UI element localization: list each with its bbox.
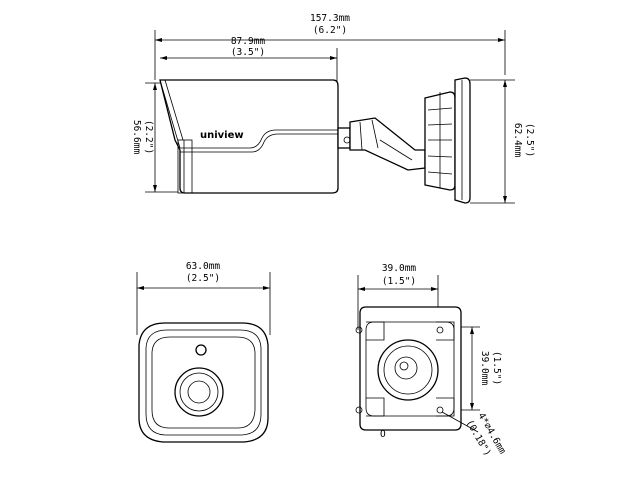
brand-logo: uniview [200,130,244,141]
ir-sensor-icon [195,344,207,356]
mount-hole-icon [436,406,444,414]
mount-hole-icon [355,406,363,414]
camera-body-side: uniview [159,79,339,194]
mount-height-imperial-2: (1.5") [491,351,502,385]
mount-height-imperial: (2.5") [524,123,535,157]
mount-width-imperial: (1.5") [382,276,416,287]
mount-view: 39.0mm (1.5") 39.0mm (1.5") O [355,263,508,458]
body-height-imperial: (2.2") [143,120,154,154]
body-length-imperial: (3.5") [231,47,265,58]
body-length-metric: 87.9mm [231,36,266,47]
wall-mount-side [424,77,471,204]
mount-plate: O [355,306,462,440]
mount-height-metric-2: 39.0mm [479,351,490,386]
lens-icon [174,367,224,417]
mount-width-metric: 39.0mm [382,263,417,274]
front-view: 63.0mm (2.5") [136,261,271,443]
overall-length-imperial: (6.2") [313,25,347,36]
front-width-metric: 63.0mm [186,261,221,272]
mount-hole-icon [436,326,444,334]
front-width-imperial: (2.5") [186,273,220,284]
side-view: 157.3mm (6.2") 87.9mm (3.5") 56.6mm (2.2… [131,13,535,204]
mount-mark: O [380,429,386,440]
camera-front [138,322,269,443]
overall-length-metric: 157.3mm [310,13,350,24]
bracket-arm [337,117,426,171]
body-height-metric: 56.6mm [131,120,142,155]
mount-hole-icon [355,326,363,334]
mount-height-metric: 62.4mm [512,123,523,158]
